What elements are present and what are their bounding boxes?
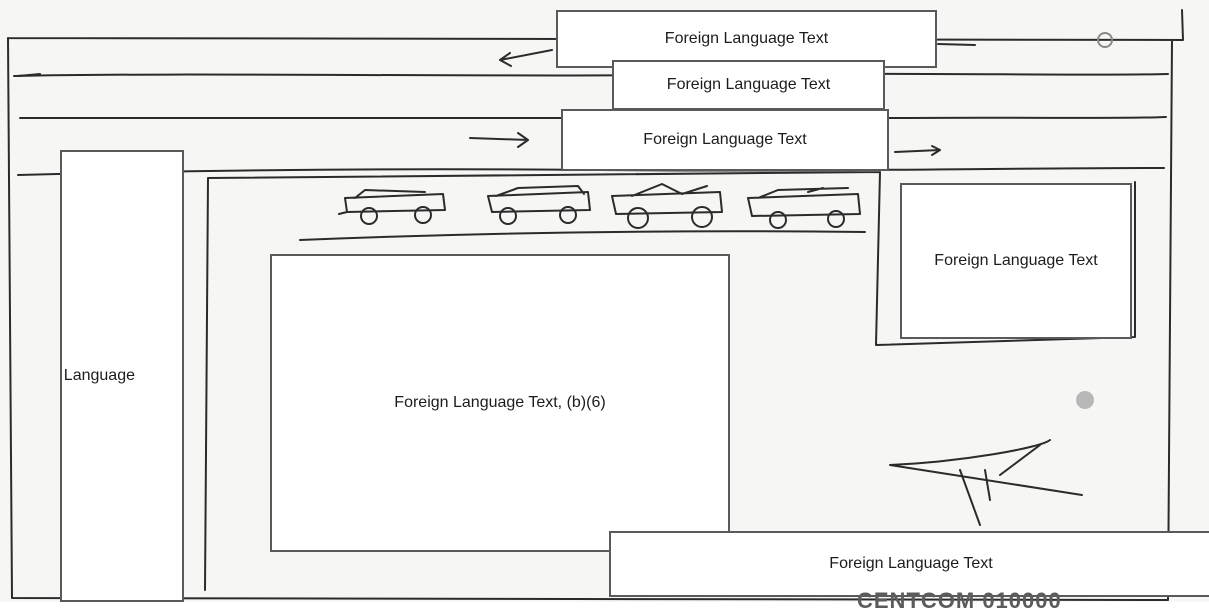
vehicle <box>339 190 445 224</box>
label-text: Foreign Language Text <box>934 252 1097 270</box>
ink-smudge <box>1076 391 1094 409</box>
label-box-top-2: Foreign Language Text <box>612 60 885 110</box>
label-text: Foreign Language Text <box>667 76 830 94</box>
label-text: Foreign Language Text, (b)(6) <box>394 394 605 412</box>
vehicle-ground-line <box>300 231 865 240</box>
vehicle <box>748 188 860 228</box>
arrow-right <box>895 146 940 155</box>
label-box-center: Foreign Language Text, (b)(6) <box>270 254 730 552</box>
label-box-right: Foreign Language Text <box>900 183 1132 339</box>
label-text: Foreign Language Text <box>829 555 992 573</box>
label-text: ign Language <box>60 367 135 385</box>
label-box-top-3: Foreign Language Text <box>561 109 889 171</box>
vehicle <box>612 184 722 228</box>
vehicle <box>488 186 590 224</box>
document-stamp: CENTCOM 010000 <box>857 588 1062 614</box>
road-line <box>14 74 1168 76</box>
arrow-right <box>938 44 975 45</box>
label-box-left: ign Language <box>60 150 184 602</box>
arrow-right <box>470 133 528 147</box>
label-text: Foreign Language Text <box>643 131 806 149</box>
label-text: Foreign Language Text <box>665 30 828 48</box>
aircraft-sketch <box>890 440 1082 525</box>
arrow-left <box>500 50 552 66</box>
